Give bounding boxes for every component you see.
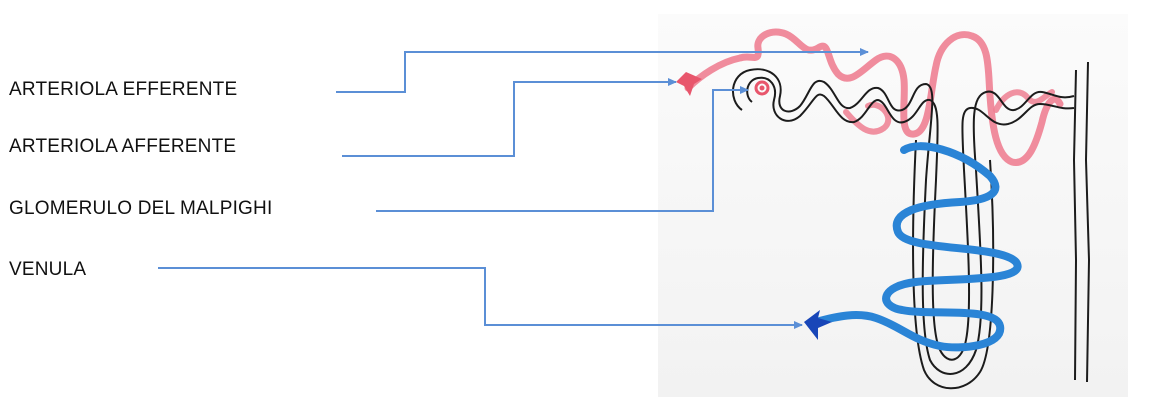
glomerulus-leader-line	[376, 86, 749, 212]
tubule-outer	[732, 68, 1075, 375]
efferent-arteriole-loop-right	[993, 89, 1055, 113]
efferent-arteriole-capillary	[684, 28, 1064, 166]
glomerulus-coil-inner	[759, 85, 765, 91]
glomerulus-coil	[754, 80, 770, 96]
collecting-duct-line-inner	[1084, 61, 1091, 383]
afferent-leader-line	[342, 78, 677, 157]
efferent-arteriole-branch	[843, 101, 892, 135]
label-efferent-arteriole: ARTERIOLA EFFERENTE	[9, 79, 238, 100]
arteriole-arrowhead	[676, 72, 702, 96]
label-glomerulus: GLOMERULO DEL MALPIGHI	[9, 198, 273, 219]
venule-leader-line	[158, 267, 803, 329]
label-afferent-arteriole: ARTERIOLA AFFERENTE	[9, 136, 237, 157]
collecting-duct-line-outer	[1072, 69, 1078, 381]
venule-arrowhead	[804, 310, 832, 340]
tubule-inner	[746, 76, 1075, 361]
venule-vessel	[812, 142, 1022, 352]
label-venule: VENULA	[9, 259, 87, 280]
efferent-leader-line	[336, 48, 869, 93]
